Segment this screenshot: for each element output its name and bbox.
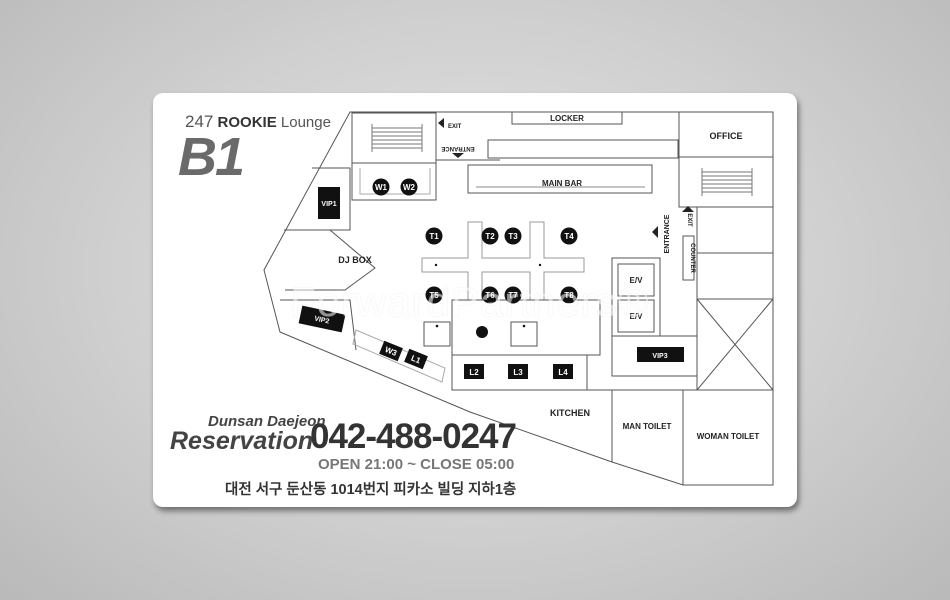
right-room-2 [696,252,774,300]
w1-seat: W1 [372,178,390,196]
t3-table: T3 [504,227,522,245]
stairs-right [678,156,774,208]
speaker-left-dot [435,324,439,328]
svg-text:L3: L3 [513,368,523,377]
main-bar-counter [467,164,653,194]
opening-hours: OPEN 21:00 ~ CLOSE 05:00 [318,456,515,473]
entrance-right-arrow-icon [652,226,658,238]
right-room-1 [696,206,774,254]
svg-text:T3: T3 [508,232,518,241]
stairs-right-steps [701,168,753,196]
man-toilet-label: MAN TOILET [623,422,672,431]
svg-text:T5: T5 [429,291,439,300]
elevator-2-label: E/V [630,312,644,321]
west-wedge-wall [284,167,351,231]
svg-text:T8: T8 [564,291,574,300]
l-booth-row [451,354,588,391]
reservation-label: Reservation [170,427,314,455]
lounge-number: 247 [185,112,214,131]
t6-table: T6 [481,286,499,304]
l3-seat: L3 [508,364,528,379]
speaker-left [423,321,451,347]
pillar-dot [476,326,488,338]
entrance-top-arrow-icon [452,153,464,158]
vip2-seat: VIP2 [298,305,346,333]
exit-top-arrow-icon [438,118,444,128]
speaker-right [510,321,538,347]
stairs-top [351,112,437,164]
elevator-car-1 [617,263,655,297]
t1-table: T1 [425,227,443,245]
stairs-top-steps [371,124,423,152]
t8-table: T8 [560,286,578,304]
counter-desk [682,235,695,281]
lounge-title: 247 ROOKIE Lounge [185,112,331,132]
locker-label: LOCKER [550,114,584,123]
svg-text:VIP2: VIP2 [314,315,330,325]
office-label: OFFICE [710,131,743,141]
main-bar-label: MAIN BAR [542,179,582,188]
main-bar-back-counter [487,139,679,159]
address: 대전 서구 둔산동 1014번지 피카소 빌딩 지하1층 [225,482,517,498]
t2-table: T2 [481,227,499,245]
vip2-room-wall [280,299,357,351]
t7-table: T7 [504,286,522,304]
elevator-1-label: E/V [630,276,644,285]
exit-right-label: EXIT [686,213,692,227]
lounge-name-bold: ROOKIE [217,114,277,131]
speaker-right-dot [522,324,526,328]
exit-top-label: EXIT [448,124,462,130]
dj-box-label: DJ BOX [338,255,372,265]
entrance-top-label: ENTRANCE [441,145,474,151]
woman-toilet-label: WOMAN TOILET [697,432,760,441]
exit-right-arrow-icon [682,206,694,212]
elevator-car-2 [617,299,655,333]
vip-lounge-wall [284,229,376,291]
w3-seat: W3 [379,340,403,362]
lounge-name-rest: Lounge [280,114,331,131]
svg-text:T1: T1 [429,232,439,241]
svg-text:W1: W1 [375,183,388,192]
svg-text:T4: T4 [564,232,574,241]
kitchen-label: KITCHEN [550,408,590,418]
svg-text:VIP3: VIP3 [652,353,667,360]
cross-left-dot [434,263,438,267]
w-booth-area [351,162,437,201]
shaft-cross-b [696,298,774,391]
svg-text:T7: T7 [508,291,518,300]
l1-seat: L1 [404,348,428,370]
l4-seat: L4 [553,364,573,379]
kitchen-wall [587,389,613,462]
cross-right-dot [538,263,542,267]
l2-seat: L2 [464,364,484,379]
vip1-seat: VIP1 [318,187,340,219]
svg-text:W2: W2 [403,183,416,192]
watermark: ForwardPartners® [290,278,650,325]
location-label: Dunsan Daejeon [208,413,326,430]
vip3-seat: VIP3 [637,347,684,362]
w-booth-sofa [359,168,431,195]
svg-text:T2: T2 [485,232,495,241]
w2-seat: W2 [400,178,418,196]
floor-label: B1 [178,127,245,187]
reservation-phone[interactable]: 042-488-0247 [310,417,517,456]
entrance-right-label: ENTRANCE [664,214,671,253]
t4-table: T4 [560,227,578,245]
svg-text:L4: L4 [558,368,568,377]
t5-table: T5 [425,286,443,304]
vip3-area [611,335,698,377]
svg-text:W3: W3 [384,345,399,358]
counter-label: COUNTER [689,243,695,273]
svg-text:T6: T6 [485,291,495,300]
locker-room [511,111,623,125]
svg-text:VIP1: VIP1 [321,201,336,208]
svg-text:L2: L2 [469,368,479,377]
svg-text:L1: L1 [410,354,423,366]
